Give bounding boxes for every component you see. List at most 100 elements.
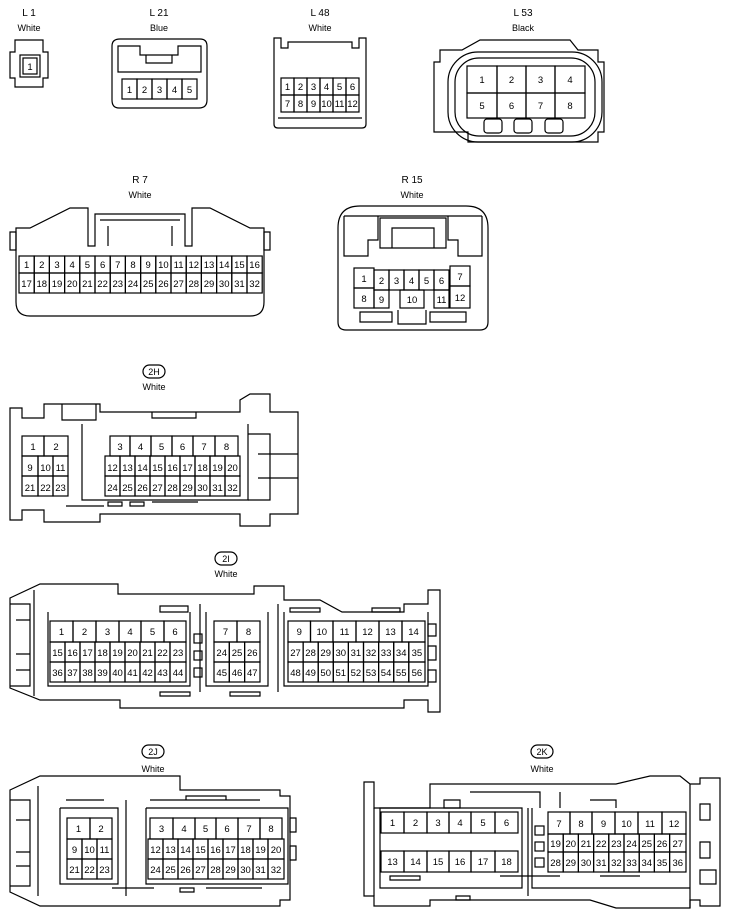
pin-label: 19: [255, 845, 266, 856]
pin-label: 7: [285, 99, 290, 110]
pin-label: 3: [538, 75, 543, 86]
pin-label: 5: [480, 818, 485, 829]
pin-label: 13: [122, 463, 133, 474]
pin-label: 17: [82, 648, 93, 659]
pin-label: 7: [201, 442, 206, 453]
connector-l53-id: L 53: [513, 8, 533, 19]
pin-label: 14: [180, 845, 191, 856]
pin-label: 20: [227, 463, 238, 474]
pin-label: 9: [72, 845, 77, 856]
pin-label: 13: [385, 627, 396, 638]
pin-label: 50: [320, 668, 331, 679]
pin-label: 30: [336, 648, 347, 659]
pin-label: 22: [157, 648, 168, 659]
pin-label: 27: [152, 483, 163, 494]
connector-2h: 2H White 1 2 3 4 5 6 7 8 9 10 11 12 13 1…: [9, 364, 299, 527]
pin-label: 12: [189, 260, 200, 271]
pin-label: 31: [234, 279, 245, 290]
pin-label: 9: [146, 260, 151, 271]
connector-l21-pins: 1 2 3 4 5: [121, 78, 198, 100]
pin-label: 6: [439, 276, 444, 287]
connector-l1-housing: [9, 39, 49, 88]
connector-2k: 2K White 1 2 3 4 5 6 7 8 9 10 11 12 13 1…: [363, 744, 721, 909]
pin-label: 2: [53, 442, 58, 453]
pin-label: 49: [305, 668, 316, 679]
pin-label: 5: [159, 442, 164, 453]
pin-label: 4: [70, 260, 75, 271]
pin-label: 11: [174, 260, 184, 271]
pin-label: 11: [340, 627, 350, 638]
pin-label: 35: [412, 648, 423, 659]
pin-label: 25: [165, 865, 176, 876]
pin-label: 15: [152, 463, 163, 474]
connector-l48-housing: [273, 37, 367, 129]
pin-label: 26: [137, 483, 148, 494]
pin-label: 8: [130, 260, 135, 271]
pin-label: 9: [27, 463, 32, 474]
pin-label: 27: [290, 648, 301, 659]
connector-2i: 2I White 1 2 3 4 5 6 7 8 9 10 11 12 13 1…: [9, 551, 441, 713]
pin-label: 22: [40, 483, 51, 494]
pin-label: 22: [84, 865, 95, 876]
pin-label: 5: [203, 824, 208, 835]
connector-l1-pins: 1: [22, 57, 38, 75]
pin-label: 32: [366, 648, 377, 659]
pin-label: 12: [362, 627, 373, 638]
pin-label: 46: [232, 668, 243, 679]
connector-2k-id-badge: [530, 744, 554, 759]
connector-l21-id: L 21: [149, 8, 169, 19]
pin-label: 20: [67, 279, 78, 290]
pin-label: 4: [181, 824, 186, 835]
pin-label: 2: [413, 818, 418, 829]
pin-label: 12: [107, 463, 118, 474]
pin-label: 6: [350, 82, 355, 93]
pin-label: 12: [455, 293, 466, 304]
pin-label: 3: [105, 627, 110, 638]
pin-label: 20: [127, 648, 138, 659]
connector-l53: L 53 Black 1 2 3 4 5 6 7 8: [433, 8, 605, 143]
connector-2i-color: White: [214, 569, 237, 579]
pin-label: 17: [478, 857, 489, 868]
pin-label: 6: [100, 260, 105, 271]
pin-label: 16: [67, 648, 78, 659]
pin-label: 24: [128, 279, 139, 290]
pin-label: 12: [150, 845, 161, 856]
pin-label: 13: [204, 260, 215, 271]
connector-2j-id-badge: [141, 744, 165, 759]
pin-label: 7: [457, 272, 462, 283]
pin-label: 3: [394, 276, 399, 287]
connector-l53-color: Black: [512, 23, 535, 33]
pin-label: 37: [67, 668, 78, 679]
pin-label: 23: [55, 483, 66, 494]
pin-label: 5: [85, 260, 90, 271]
pin-label: 21: [25, 483, 36, 494]
pin-label: 29: [566, 858, 577, 869]
pin-label: 1: [479, 75, 484, 86]
connector-2h-id: 2H: [148, 367, 160, 377]
pin-label: 9: [379, 295, 384, 306]
pin-label: 11: [645, 819, 655, 830]
connector-r7-id: R 7: [132, 175, 148, 186]
pin-label: 3: [157, 85, 162, 96]
pin-label: 19: [52, 279, 63, 290]
pin-label: 2: [39, 260, 44, 271]
pin-label: 24: [150, 865, 161, 876]
pin-label: 3: [54, 260, 59, 271]
pin-label: 8: [246, 627, 251, 638]
pin-label: 8: [224, 442, 229, 453]
pin-label: 16: [455, 857, 466, 868]
pin-label: 4: [457, 818, 462, 829]
pin-label: 24: [107, 483, 118, 494]
pin-label: 32: [271, 865, 282, 876]
pin-label: 23: [173, 648, 184, 659]
pin-label: 22: [596, 839, 607, 850]
connector-2i-id: 2I: [222, 554, 230, 564]
pin-label: 1: [30, 442, 35, 453]
connector-r7: R 7 White 1 2 3 4 5 6 7 8 9 10 11 12 13 …: [9, 175, 271, 317]
connector-l48-pins: 1 2 3 4 5 6 7 8 9 10 11 12: [280, 77, 360, 113]
pin-label: 4: [172, 85, 177, 96]
pin-label: 5: [424, 276, 429, 287]
connector-l1-id: L 1: [22, 8, 36, 19]
pin-label: 18: [240, 845, 251, 856]
pin-label: 25: [642, 839, 653, 850]
